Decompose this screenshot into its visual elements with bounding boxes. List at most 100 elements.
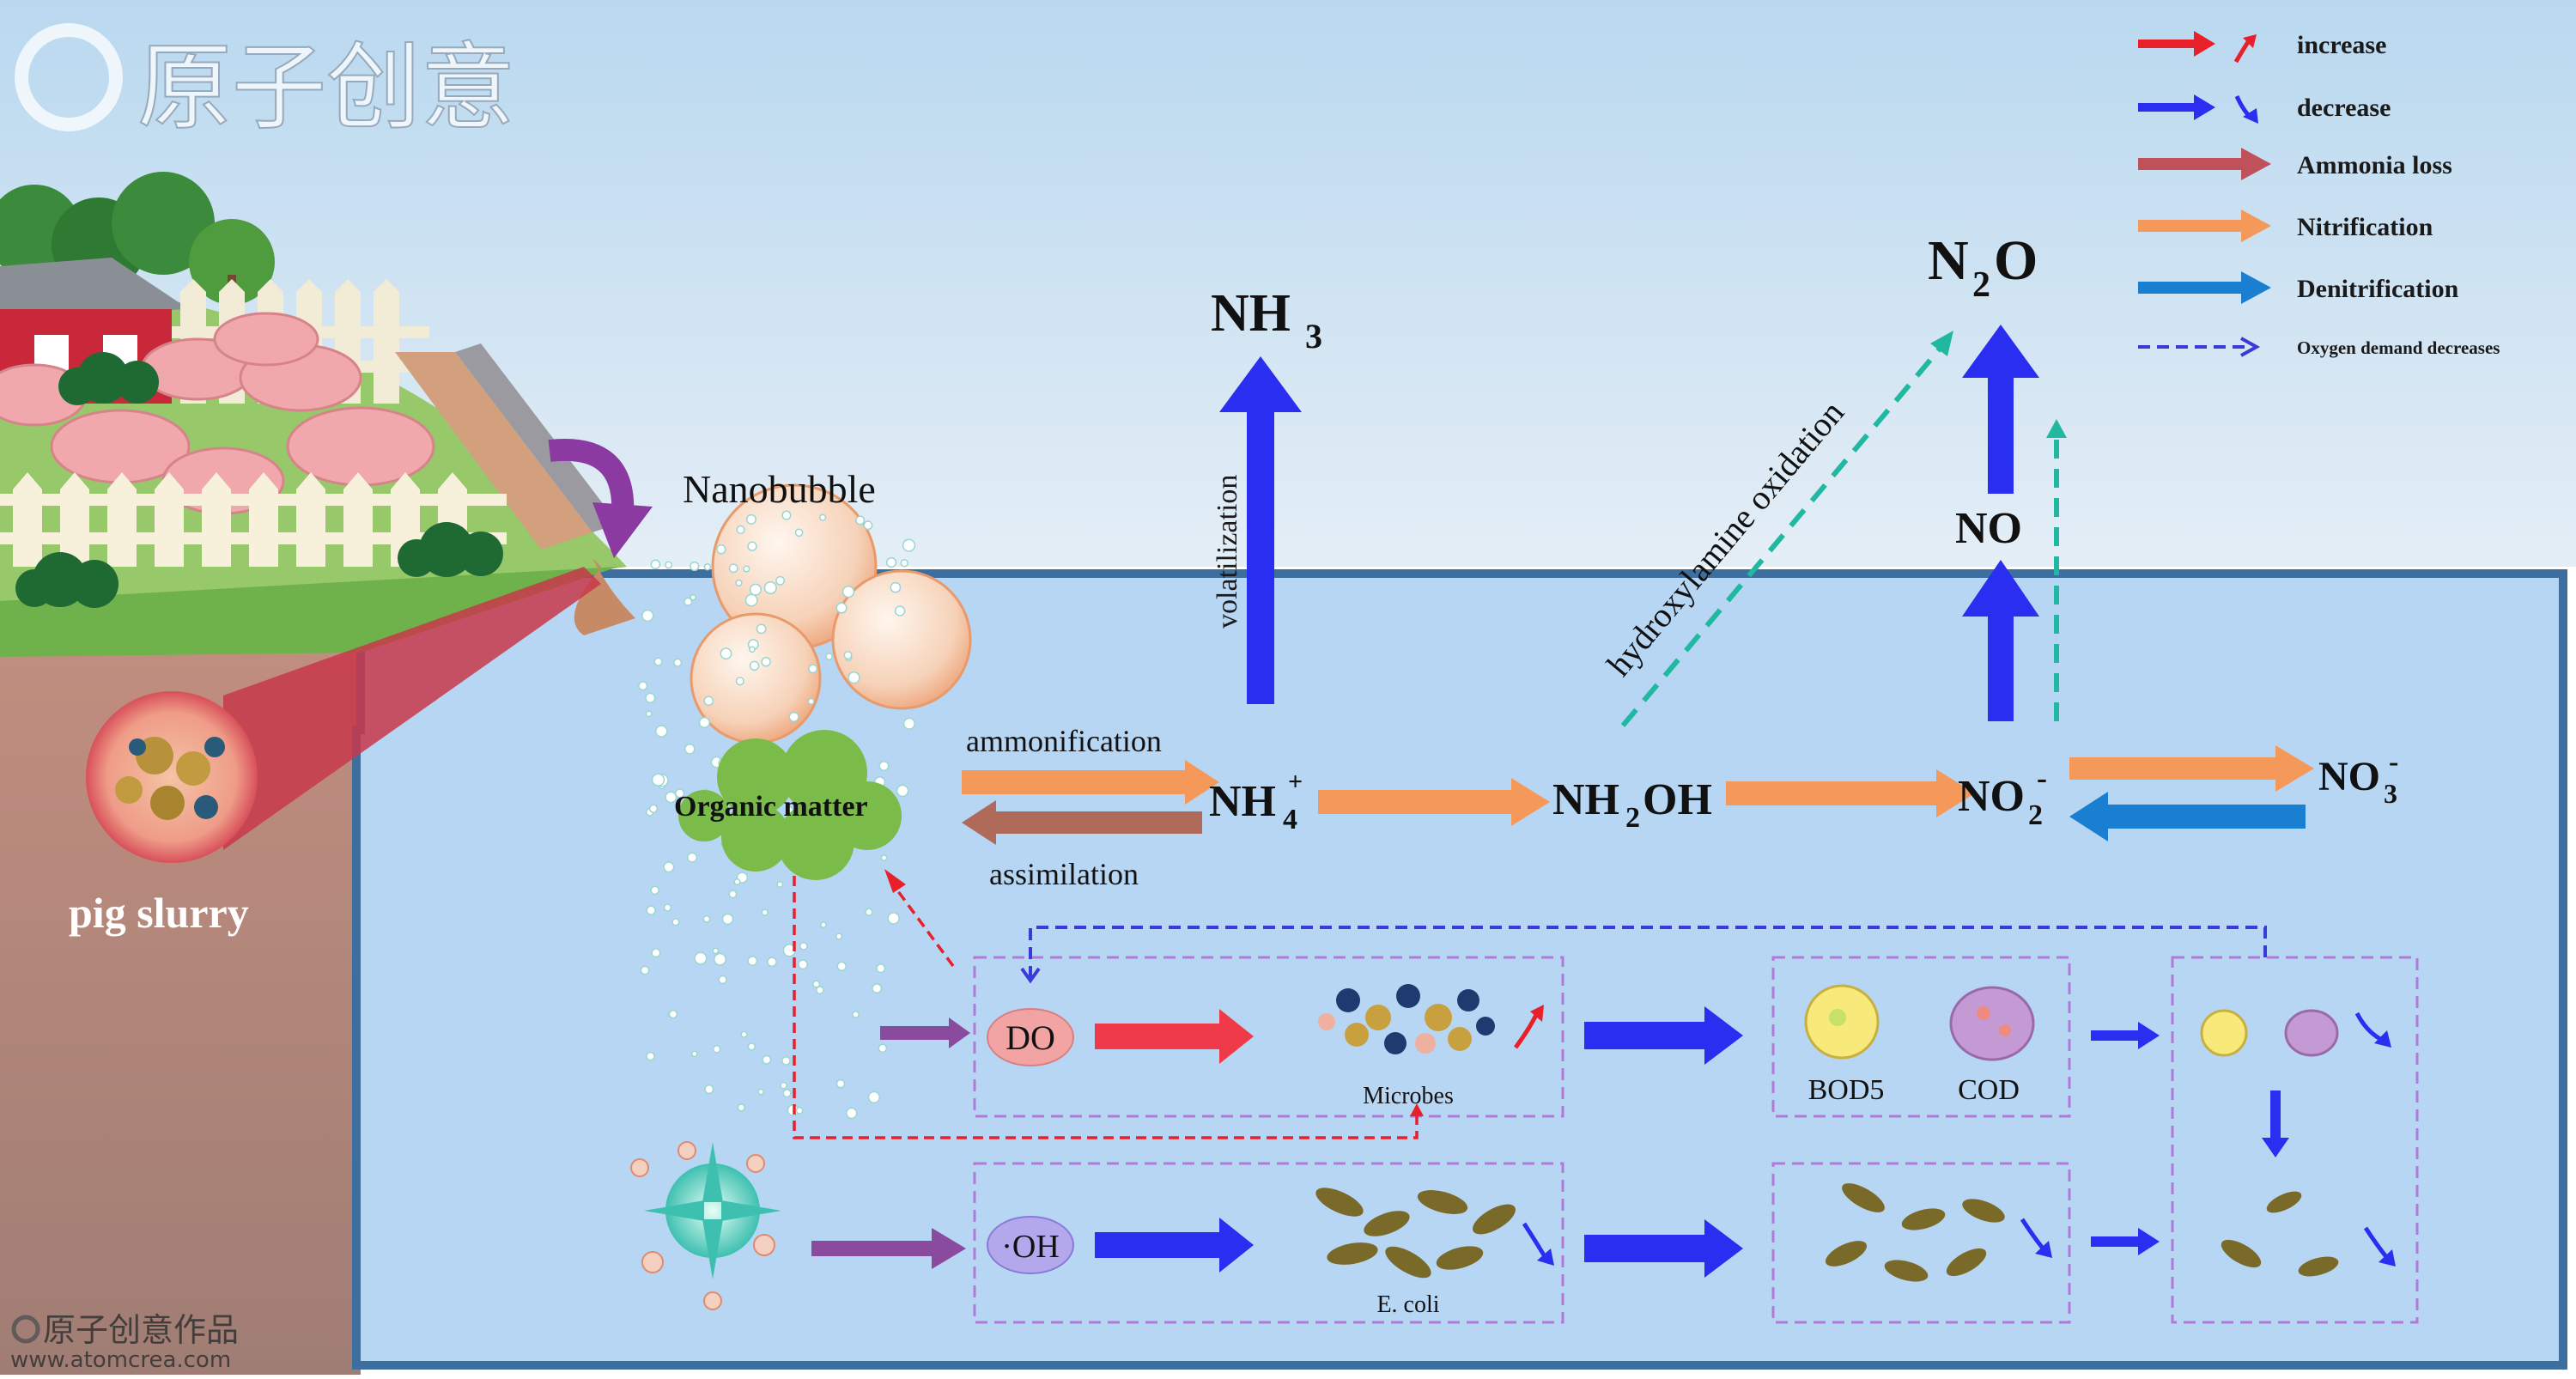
micro-bubble xyxy=(718,975,727,985)
legend-decrease-label: decrease xyxy=(2297,94,2391,122)
micro-bubble xyxy=(671,918,680,926)
channel-wall xyxy=(455,343,618,532)
do-to-microbes-shaft xyxy=(1095,1024,1219,1049)
micro-bubble xyxy=(663,903,672,912)
final-decrease-arrowhead xyxy=(2379,1249,2396,1267)
micro-bubble xyxy=(812,980,821,988)
micro-bubble xyxy=(825,653,833,660)
micro-bubble xyxy=(767,957,777,968)
micro-bubble xyxy=(863,520,873,531)
no2-main: NO xyxy=(1958,772,2025,821)
micro-bubble xyxy=(782,1089,792,1098)
nh2oh-to-no2-shaft xyxy=(1726,781,1936,805)
micro-bubble xyxy=(640,965,650,975)
inflow-curved-arrow xyxy=(548,439,635,516)
micro-bubble xyxy=(867,1090,881,1104)
cod-particle xyxy=(1949,986,2035,1061)
nh3-main: NH xyxy=(1211,284,1291,343)
micro-bubble xyxy=(890,581,902,593)
zoom-cone xyxy=(223,567,601,850)
do-to-organic-dash xyxy=(891,883,955,968)
oh-radical-spikes xyxy=(644,1142,781,1279)
pig-slurry-label: pig slurry xyxy=(69,889,249,937)
inflow-arrowhead xyxy=(592,502,653,558)
ecoli-reduced-cluster xyxy=(1825,1183,2005,1282)
micro-bubble xyxy=(712,1045,721,1054)
legend-nitrification-label: Nitrification xyxy=(2297,213,2433,241)
micro-bubble xyxy=(798,959,808,970)
result-down-shaft xyxy=(2270,1090,2281,1138)
micro-bubble xyxy=(737,1103,745,1112)
ammonification-label: ammonification xyxy=(966,724,1162,758)
oh-process-box xyxy=(973,1162,1564,1324)
micro-bubble xyxy=(650,559,661,570)
ecoli-result-arrowhead xyxy=(2138,1228,2160,1255)
micro-bubble xyxy=(749,646,756,653)
bottom-url-text: www.atomcrea.com xyxy=(10,1347,231,1373)
micro-bubble xyxy=(835,932,843,940)
legend-oxygen-demand: Oxygen demand decreases xyxy=(2138,337,2500,358)
do-to-organic-arrowhead xyxy=(884,869,906,893)
micro-bubble xyxy=(690,593,696,601)
micro-bubble xyxy=(668,1010,678,1019)
hydroxylamine-arrowhead xyxy=(1930,331,1953,356)
do-to-microbes-arrowhead xyxy=(1219,1009,1254,1064)
do-ellipse xyxy=(987,1008,1074,1066)
micro-bubble xyxy=(843,651,853,659)
oh-label: ·OH xyxy=(1001,1229,1060,1265)
micro-bubble xyxy=(651,948,661,958)
micro-bubble xyxy=(902,717,915,730)
microbe-feedback-dash xyxy=(793,876,1419,1139)
bod-to-result-shaft xyxy=(2091,1030,2138,1041)
micro-bubble xyxy=(894,605,906,617)
micro-bubble xyxy=(820,921,827,928)
organic-matter-cluster xyxy=(678,730,902,880)
micro-bubble xyxy=(855,515,866,525)
micro-bubble xyxy=(655,725,668,738)
no3-main: NO xyxy=(2318,754,2380,799)
micro-bubble xyxy=(780,1081,787,1090)
feeding-channel xyxy=(395,352,592,550)
micro-bubble xyxy=(745,513,756,525)
micro-bubble xyxy=(887,912,900,925)
no2-to-no3-arrowhead xyxy=(2275,745,2314,792)
legend-nitrification: Nitrification xyxy=(2138,210,2433,242)
micro-bubble xyxy=(747,956,758,967)
top-brand-text: 原子创意 xyxy=(137,33,515,143)
micro-bubble xyxy=(740,1030,748,1038)
micro-bubble xyxy=(690,1050,698,1058)
micro-bubble xyxy=(836,961,848,972)
oh-ellipse xyxy=(987,1216,1074,1274)
micro-bubble xyxy=(651,773,665,787)
nh2oh-to-no2-arrowhead xyxy=(1936,769,1975,817)
nh4-superscript: + xyxy=(1288,768,1303,796)
no3-to-no2-shaft xyxy=(2108,805,2306,829)
micro-bubble xyxy=(744,593,758,607)
micro-bubble xyxy=(645,710,653,718)
ecoli-to-result-arrowhead xyxy=(1704,1219,1743,1278)
micro-bubble xyxy=(663,861,675,873)
microbes-to-bod-shaft xyxy=(1584,1022,1704,1049)
micro-bubble xyxy=(761,657,771,667)
cod-label: COD xyxy=(1958,1074,2020,1106)
micro-bubble xyxy=(720,647,732,660)
ammonification-arrow-shaft xyxy=(962,770,1185,794)
teal-dash-arrowhead xyxy=(2046,419,2067,438)
micro-bubble xyxy=(878,760,890,772)
no2-superscript: - xyxy=(2037,761,2047,795)
result-down-arrowhead xyxy=(2262,1138,2289,1157)
no3-subscript: 3 xyxy=(2384,778,2397,809)
legend-denitrification-label: Denitrification xyxy=(2297,275,2459,303)
volatilization-arrow-shaft xyxy=(1247,404,1274,704)
microbes-increase-arrowhead xyxy=(1530,1005,1544,1022)
ecoli-reduced-decrease-icon xyxy=(2020,1218,2045,1251)
n2o-o: O xyxy=(1994,229,2038,292)
organic-matter-label: Organic matter xyxy=(674,791,868,823)
no2-to-no-arrowhead xyxy=(1962,560,2039,617)
micro-bubble xyxy=(880,854,888,861)
microbes-cluster xyxy=(1318,984,1495,1054)
nh3-formula: NH 3 xyxy=(1211,284,1322,355)
micro-bubble xyxy=(665,561,673,569)
